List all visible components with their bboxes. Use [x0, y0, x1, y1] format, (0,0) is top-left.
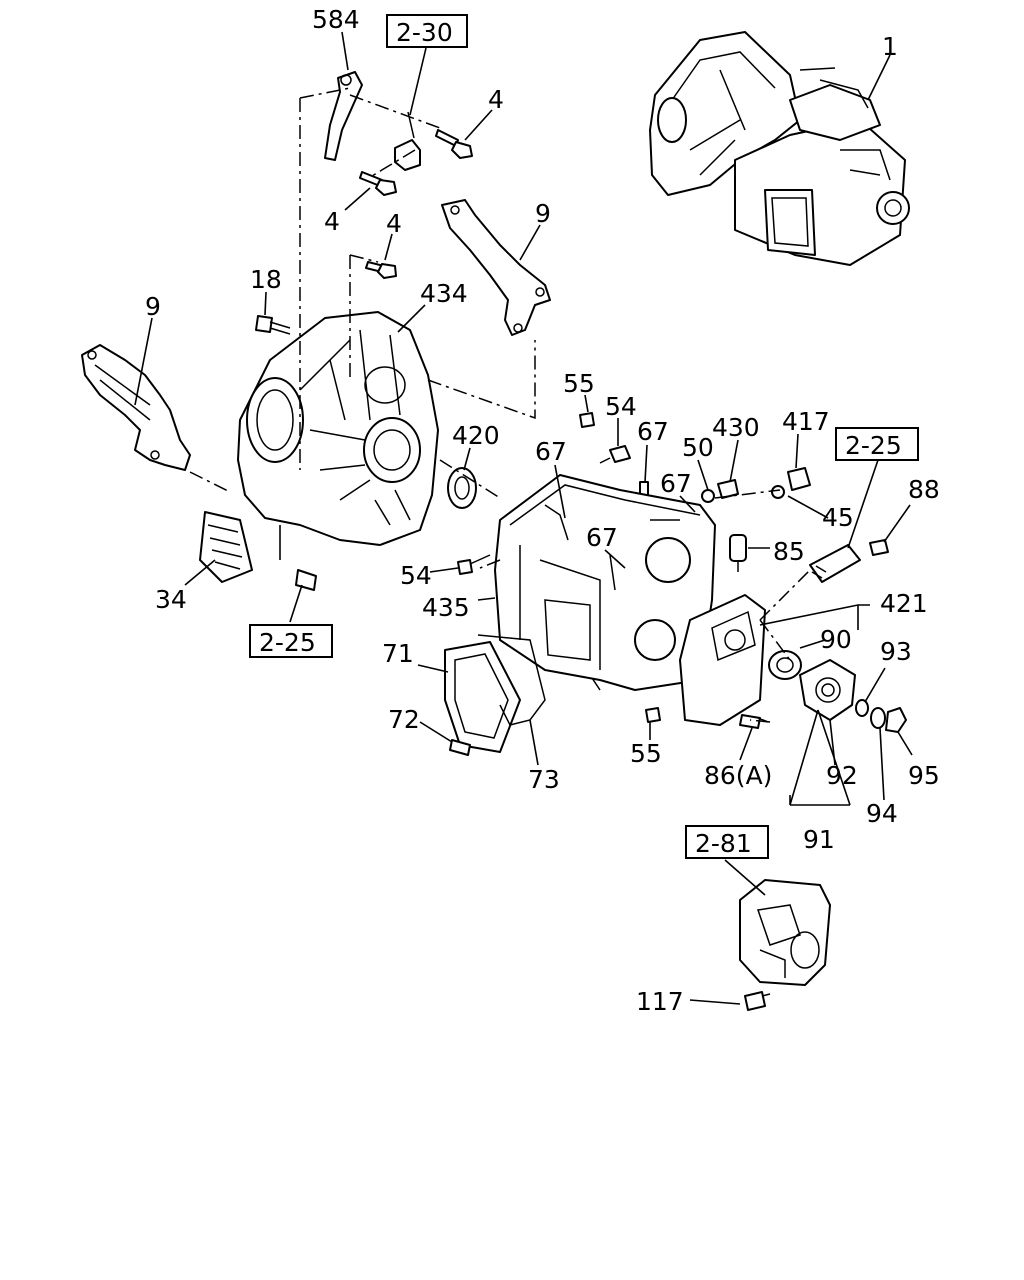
bolt-117	[744, 991, 771, 1011]
bolt-4-middle	[359, 171, 397, 196]
washer-94	[870, 707, 886, 729]
cover-plate-421	[679, 594, 766, 726]
seal-420	[447, 467, 477, 509]
fitting-54-left	[457, 554, 491, 575]
sensor-18	[255, 315, 291, 335]
label-45: 45	[822, 503, 854, 532]
label-420: 420	[452, 421, 500, 450]
bracket-9-upper	[441, 199, 551, 336]
label-93: 93	[880, 637, 912, 666]
label-434: 434	[420, 279, 468, 308]
label-18: 18	[250, 265, 282, 294]
label-91: 91	[803, 825, 835, 854]
bell-housing-434	[237, 311, 439, 546]
flange-91	[799, 659, 856, 721]
label-67-b: 67	[535, 437, 567, 466]
ref-box-2-25-left[interactable]: 2-25	[249, 624, 333, 658]
bolt-72	[449, 739, 471, 756]
label-88: 88	[908, 475, 940, 504]
speed-sensor	[809, 544, 861, 583]
label-55-top: 55	[563, 369, 595, 398]
label-34: 34	[155, 585, 187, 614]
label-54-left: 54	[400, 561, 432, 590]
label-67-a: 67	[637, 417, 669, 446]
plug-417	[787, 467, 811, 491]
ref-label-2-81: 2-81	[695, 829, 752, 858]
bracket-9-left	[81, 344, 191, 471]
label-94: 94	[866, 799, 898, 828]
label-67-d: 67	[586, 523, 618, 552]
ref-box-2-25-right[interactable]: 2-25	[835, 427, 919, 461]
transmission-case-435	[494, 474, 716, 691]
label-50: 50	[682, 433, 714, 462]
part-labels: 584 4 1 4 4 9 18 434 9 55 54 420 67 430 …	[145, 5, 940, 1016]
bracket-584	[324, 71, 363, 161]
transmission-assembly-drawing	[649, 31, 910, 266]
extension-housing	[739, 879, 831, 986]
label-9-left: 9	[145, 292, 161, 321]
ref-label-2-30: 2-30	[396, 18, 453, 47]
label-4-top: 4	[488, 85, 504, 114]
o-ring-93	[855, 699, 869, 717]
label-117: 117	[636, 987, 684, 1016]
cover-73	[477, 634, 546, 726]
pin-55-bottom	[645, 707, 661, 723]
bolt-lower-left	[295, 569, 317, 591]
label-90: 90	[820, 625, 852, 654]
bolt-88	[869, 539, 889, 556]
label-71: 71	[382, 639, 414, 668]
label-54-top: 54	[605, 392, 637, 421]
ref-label-2-25-right: 2-25	[845, 431, 902, 460]
label-1: 1	[882, 32, 898, 61]
gasket-71	[444, 641, 521, 753]
label-421: 421	[880, 589, 928, 618]
label-9-upper: 9	[535, 199, 551, 228]
seal-90	[768, 650, 802, 680]
bolt-4-lower	[365, 261, 397, 279]
label-72: 72	[388, 705, 420, 734]
label-95: 95	[908, 761, 940, 790]
label-430: 430	[712, 413, 760, 442]
assembly-chain-lines	[189, 87, 811, 723]
clip-part	[394, 111, 421, 171]
ref-box-2-81[interactable]: 2-81	[685, 825, 769, 859]
label-435: 435	[422, 593, 470, 622]
washer-50	[701, 489, 715, 503]
label-73: 73	[528, 765, 560, 794]
label-92: 92	[826, 761, 858, 790]
label-86a: 86(A)	[704, 761, 772, 790]
label-4-lower: 4	[386, 209, 402, 238]
bolt-4-top	[435, 129, 473, 159]
fitting-54-top	[599, 445, 631, 464]
washer-45	[771, 485, 785, 499]
label-584: 584	[312, 5, 360, 34]
leader-lines	[134, 31, 913, 1005]
switch-85	[729, 534, 747, 572]
label-55-bottom: 55	[630, 739, 662, 768]
label-85: 85	[773, 537, 805, 566]
label-67-c: 67	[660, 469, 692, 498]
ref-label-2-25-left: 2-25	[259, 628, 316, 657]
pin-55-top	[579, 412, 595, 428]
boot-34	[199, 511, 253, 583]
label-417: 417	[782, 407, 830, 436]
nut-95	[885, 707, 907, 733]
ref-box-2-30[interactable]: 2-30	[386, 14, 468, 48]
label-4-middle: 4	[324, 207, 340, 236]
